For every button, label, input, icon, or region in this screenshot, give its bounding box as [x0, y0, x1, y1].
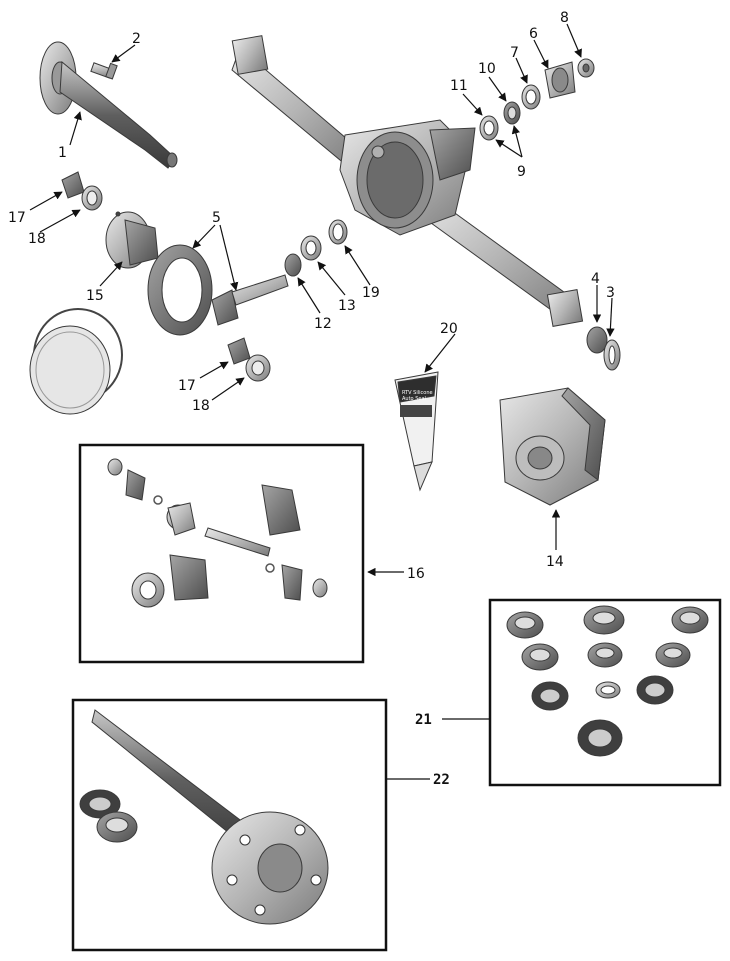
callout-15: 15	[86, 288, 104, 304]
spider-gear-kit-box	[78, 443, 365, 664]
callout-18-lower: 18	[192, 398, 210, 414]
tube-label-line1: RTV Silicone	[402, 390, 433, 396]
callout-17-lower: 17	[178, 378, 196, 394]
bearing-cone-part-17-upper	[61, 171, 85, 199]
callout-8: 8	[560, 10, 569, 26]
bearing-part-10	[503, 101, 521, 125]
callout-12: 12	[314, 316, 332, 332]
callout-9: 9	[517, 164, 526, 180]
locking-differential-part-14	[499, 387, 606, 506]
axle-shaft-kit-box	[71, 698, 388, 952]
axle-shaft-part-1	[39, 41, 178, 169]
shim-part-19	[328, 219, 348, 245]
bearing-cone-part-17-lower	[227, 337, 251, 365]
spider-gear-kit-parts	[107, 458, 328, 608]
callout-22: 22	[433, 772, 450, 788]
bearing-cup-part-3	[603, 339, 621, 371]
leader-lines	[29, 23, 615, 780]
callout-6: 6	[529, 26, 538, 42]
ring-gear-part-5	[147, 244, 213, 336]
tube-label-line2: Auto Seal	[402, 396, 426, 402]
axle-shaft-kit-parts	[79, 709, 329, 925]
callout-3: 3	[606, 285, 615, 301]
callout-13: 13	[338, 298, 356, 314]
rtv-silicone-tube-part-20: RTV Silicone Auto Seal	[394, 371, 439, 492]
pinion-nut-part-8	[577, 58, 595, 78]
callout-21: 21	[415, 712, 432, 728]
seal-part-7	[521, 84, 541, 110]
callout-4: 4	[591, 271, 600, 287]
race-part-11	[479, 115, 499, 141]
callout-10: 10	[478, 61, 496, 77]
bearing-cone-part-4	[586, 326, 608, 354]
bearing-kit-box	[488, 598, 722, 787]
axle-housing	[231, 35, 584, 327]
callout-20: 20	[440, 321, 458, 337]
callout-17-upper: 17	[8, 210, 26, 226]
callout-7: 7	[510, 45, 519, 61]
callout-18-upper: 18	[28, 231, 46, 247]
differential-cover	[29, 308, 123, 415]
callout-19: 19	[362, 285, 380, 301]
callout-numbers: 1 2 3 4 5 6 7 8 9 10 11 12 13 14 15 16 1…	[8, 10, 615, 788]
callout-2: 2	[132, 31, 141, 47]
pinion-yoke-part-6	[544, 61, 576, 99]
callout-14: 14	[546, 554, 564, 570]
callout-5: 5	[212, 210, 221, 226]
bearing-cup-part-13	[300, 235, 322, 261]
bearing-cup-part-18-lower	[245, 354, 271, 382]
callout-1: 1	[58, 145, 67, 161]
differential-case-part-15	[105, 211, 159, 269]
bearing-cone-part-12	[284, 253, 302, 277]
wheel-stud-part-2	[90, 62, 118, 80]
bearing-cup-part-18-upper	[81, 185, 103, 211]
pinion-gear-part-5	[211, 274, 289, 326]
callout-16: 16	[407, 566, 425, 582]
bearing-kit-parts	[506, 605, 709, 757]
callout-11: 11	[450, 78, 468, 94]
